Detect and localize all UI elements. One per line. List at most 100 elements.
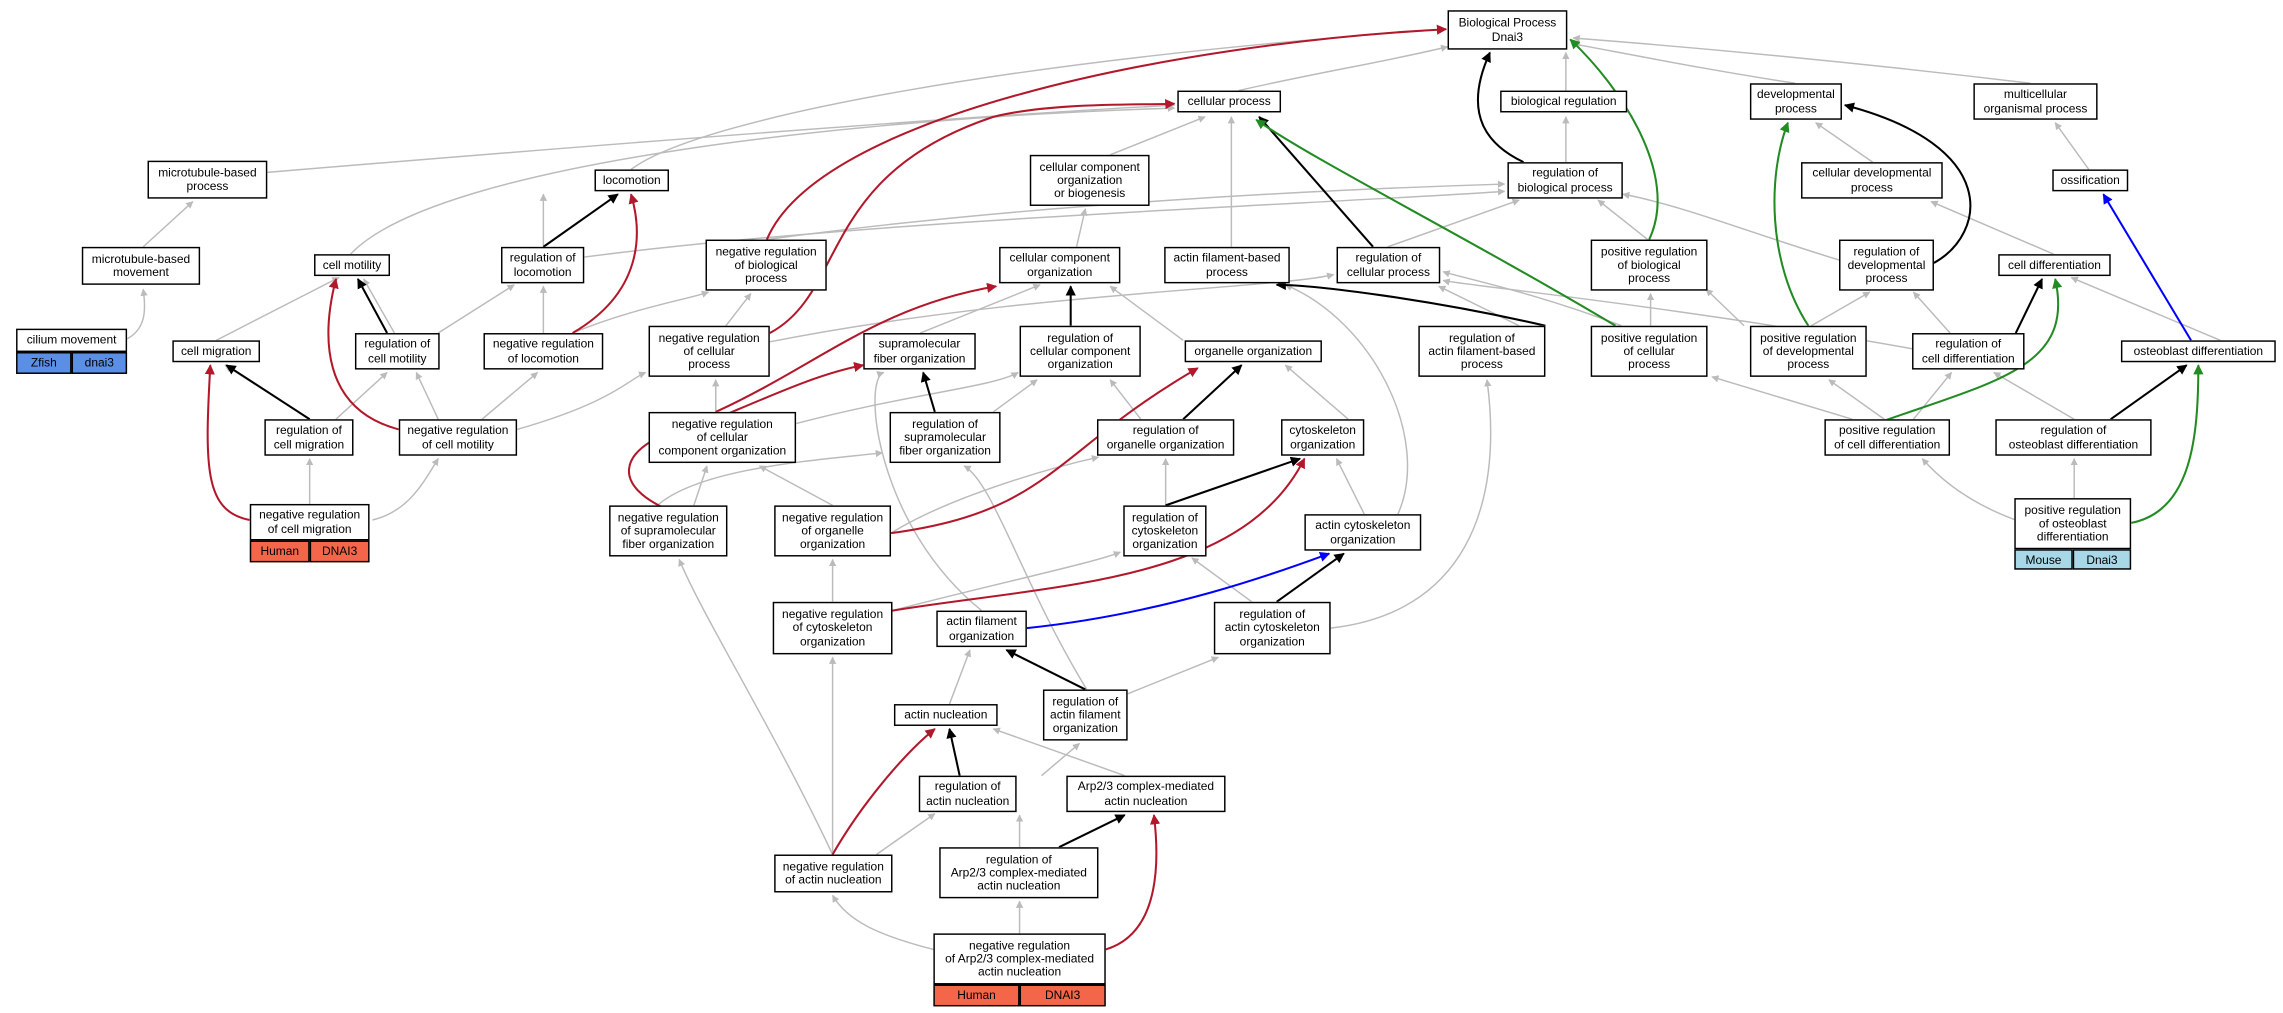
node-ossification[interactable]: ossification xyxy=(2052,169,2129,192)
node-actin-nucleation[interactable]: actin nucleation xyxy=(893,704,998,726)
node-neg-reg-locomotion[interactable]: negative regulation of locomotion xyxy=(483,333,604,370)
edge-30 xyxy=(437,284,515,334)
node-organelle-org[interactable]: organelle organization xyxy=(1184,340,1322,363)
node-neg-reg-bio-process[interactable]: negative regulation of biological proces… xyxy=(705,239,827,291)
edge-19 xyxy=(1597,199,1649,241)
node-reg-actin-filament-org[interactable]: regulation of actin filament organizatio… xyxy=(1042,689,1128,741)
node-neg-reg-cc-org[interactable]: negative regulation of cellular componen… xyxy=(648,411,797,464)
node-pos-reg-bio-process[interactable]: positive regulation of biological proces… xyxy=(1590,239,1708,291)
edge-71 xyxy=(963,465,1088,690)
node-neg-reg-cytoskeleton-org[interactable]: negative regulation of cytoskeleton orga… xyxy=(772,601,893,655)
tag-human-species-1: Human xyxy=(249,540,310,563)
edge-101 xyxy=(769,98,1176,334)
edge-63 xyxy=(1284,284,1409,515)
node-reg-cell-motility[interactable]: regulation of cell motility xyxy=(354,333,440,370)
node-cytoskeleton-org[interactable]: cytoskeleton organization xyxy=(1281,419,1365,456)
edge-112 xyxy=(2130,364,2204,524)
node-pos-reg-osteoblast-diff[interactable]: positive regulation of osteoblast differ… xyxy=(2014,498,2132,550)
edge-75 xyxy=(678,558,834,855)
edge-1 xyxy=(1238,44,1449,92)
edge-98 xyxy=(327,278,400,431)
node-reg-bio-process[interactable]: regulation of biological process xyxy=(1507,162,1623,199)
node-neg-reg-organelle-org[interactable]: negative regulation of organelle organiz… xyxy=(774,505,892,557)
node-reg-cell-process[interactable]: regulation of cellular process xyxy=(1336,246,1441,284)
node-reg-cell-diff[interactable]: regulation of cell differentiation xyxy=(1912,333,2025,370)
edge-51 xyxy=(1912,371,1953,420)
edge-90 xyxy=(2110,364,2188,421)
edge-29 xyxy=(363,278,396,334)
edge-91 xyxy=(1165,456,1301,507)
node-reg-cc-org[interactable]: regulation of cellular component organiz… xyxy=(1019,325,1141,377)
node-cilium-movement[interactable]: cilium movement xyxy=(16,328,128,353)
edge-108 xyxy=(1569,38,1659,240)
edge-56 xyxy=(693,465,709,506)
node-neg-reg-actin-nucleation[interactable]: negative regulation of actin nucleation xyxy=(774,854,893,893)
node-reg-cell-migration[interactable]: regulation of cell migration xyxy=(264,419,354,456)
node-pos-reg-cell-diff[interactable]: positive regulation of cell differentiat… xyxy=(1824,419,1951,456)
edge-68 xyxy=(874,371,983,612)
node-reg-osteoblast-diff[interactable]: regulation of osteoblast differentiation xyxy=(1995,419,2152,456)
edge-23 xyxy=(1810,291,1871,327)
node-actin-filament-org[interactable]: actin filament organization xyxy=(936,610,1027,648)
node-cell-motility[interactable]: cell motility xyxy=(314,254,391,277)
node-reg-cytoskeleton-org[interactable]: regulation of cytoskeleton organization xyxy=(1123,505,1207,557)
node-multicellular-process[interactable]: multicellular organismal process xyxy=(1973,83,2098,120)
node-microtubule-movement[interactable]: microtubule-based movement xyxy=(81,246,201,285)
node-cc-org-biogenesis[interactable]: cellular component organization or bioge… xyxy=(1029,154,1150,206)
node-reg-actin-cytoskeleton-org[interactable]: regulation of actin cytoskeleton organiz… xyxy=(1213,601,1331,655)
node-reg-actin-filament-process[interactable]: regulation of actin filament-based proce… xyxy=(1418,325,1546,377)
node-reg-actin-nucleation[interactable]: regulation of actin nucleation xyxy=(918,775,1017,813)
edge-13 xyxy=(126,288,148,340)
edge-76 xyxy=(876,813,936,856)
node-neg-reg-supramol-fiber-org[interactable]: negative regulation of supramolecular fi… xyxy=(609,505,728,557)
node-cellular-process[interactable]: cellular process xyxy=(1177,90,1282,113)
edge-110 xyxy=(1773,121,1810,327)
node-root[interactable]: Biological Process Dnai3 xyxy=(1447,10,1568,50)
node-pos-reg-cell-process[interactable]: positive regulation of cellular process xyxy=(1590,325,1708,377)
node-neg-reg-cell-process[interactable]: negative regulation of cellular process xyxy=(648,325,770,377)
node-biological-regulation[interactable]: biological regulation xyxy=(1500,90,1628,113)
edge-41 xyxy=(415,371,439,420)
node-reg-arp23-nucleation[interactable]: regulation of Arp2/3 complex-mediated ac… xyxy=(939,847,1099,899)
node-neg-reg-cell-migration[interactable]: negative regulation of cell migration xyxy=(249,503,370,541)
node-actin-cytoskeleton-org[interactable]: actin cytoskeleton organization xyxy=(1304,514,1422,551)
node-microtubule-process[interactable]: microtubule-based process xyxy=(147,160,268,199)
edge-104 xyxy=(890,367,1199,535)
node-neg-reg-arp23-nucleation[interactable]: negative regulation of Arp2/3 complex-me… xyxy=(933,933,1106,985)
node-cell-migration[interactable]: cell migration xyxy=(172,340,261,363)
edge-89 xyxy=(1843,102,1972,264)
node-reg-organelle-org[interactable]: regulation of organelle organization xyxy=(1096,419,1235,456)
edge-24 xyxy=(1705,288,1745,327)
node-neg-reg-cell-motility[interactable]: negative regulation of cell motility xyxy=(398,419,518,456)
node-cell-differentiation[interactable]: cell differentiation xyxy=(1998,254,2111,277)
edge-82 xyxy=(225,364,311,421)
tag-mouse-gene: Dnai3 xyxy=(2072,549,2132,570)
edge-49 xyxy=(1828,379,1885,420)
node-cell-dev-process[interactable]: cellular developmental process xyxy=(1801,162,1943,199)
edge-9 xyxy=(1109,115,1206,156)
node-reg-locomotion[interactable]: regulation of locomotion xyxy=(501,246,585,284)
node-developmental-process[interactable]: developmental process xyxy=(1749,83,1842,120)
node-actin-filament-process[interactable]: actin filament-based process xyxy=(1164,246,1290,284)
node-reg-supramol-fiber-org[interactable]: regulation of supramolecular fiber organ… xyxy=(889,411,1001,464)
edge-88 xyxy=(2014,278,2043,334)
edge-72 xyxy=(1041,742,1081,777)
edge-5 xyxy=(1815,122,1874,163)
node-arp23-nucleation[interactable]: Arp2/3 complex-mediated actin nucleation xyxy=(1066,775,1226,813)
edge-45 xyxy=(795,371,1019,425)
node-osteoblast-diff[interactable]: osteoblast differentiation xyxy=(2120,340,2276,363)
edge-37 xyxy=(1438,285,1520,327)
edge-81 xyxy=(356,278,388,334)
edge-43 xyxy=(516,371,647,431)
node-locomotion[interactable]: locomotion xyxy=(594,169,670,192)
edge-62 xyxy=(1921,458,2017,521)
edge-86 xyxy=(920,371,936,413)
edge-105 xyxy=(892,457,1306,612)
tag-zfish-gene: dnai3 xyxy=(71,352,128,374)
node-reg-dev-process[interactable]: regulation of developmental process xyxy=(1839,239,1934,291)
node-supramol-fiber-org[interactable]: supramolecular fiber organization xyxy=(863,333,976,370)
node-pos-reg-dev-process[interactable]: positive regulation of developmental pro… xyxy=(1749,325,1867,377)
node-cc-organization[interactable]: cellular component organization xyxy=(999,246,1121,284)
edge-114 xyxy=(1026,551,1331,630)
